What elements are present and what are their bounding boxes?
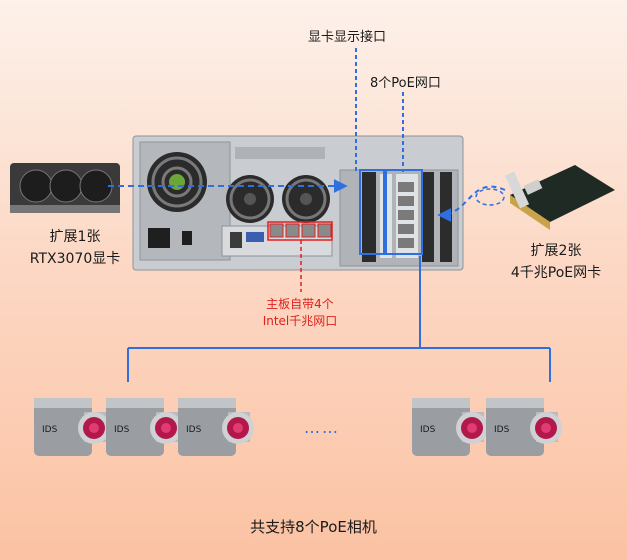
camera-brand-logo: IDS xyxy=(42,425,58,435)
motherboard-ports-label: 主板自带4个 Intel千兆网口 xyxy=(250,296,350,330)
motherboard-ports-line2: Intel千兆网口 xyxy=(262,314,338,328)
rtx3070-gpu-image xyxy=(10,163,120,213)
camera-brand-logo: IDS xyxy=(186,425,202,435)
expansion-gpu-line1: 扩展1张 xyxy=(49,229,101,245)
camera-brand-logo: IDS xyxy=(420,425,436,435)
motherboard-lan-ports xyxy=(269,223,332,238)
motherboard-ports-line1: 主板自带4个 xyxy=(266,297,334,311)
expansion-gpu-label: 扩展1张 RTX3070显卡 xyxy=(20,226,130,270)
poe-ports-label: 8个PoE网口 xyxy=(370,76,441,91)
poe-port-stack xyxy=(398,182,414,248)
motherboard-lan-highlight xyxy=(267,221,333,241)
poe-network-card-image xyxy=(504,165,615,230)
expansion-nic-label: 扩展2张 4千兆PoE网卡 xyxy=(496,240,616,284)
camera-network-lines xyxy=(127,256,551,382)
camera-brand-logo: IDS xyxy=(114,425,130,435)
camera-8 xyxy=(486,398,562,456)
cameras-caption: 共支持8个PoE相机 xyxy=(250,518,377,536)
camera-7 xyxy=(412,398,488,456)
camera-1 xyxy=(34,398,110,456)
camera-3 xyxy=(178,398,254,456)
camera-2 xyxy=(106,398,182,456)
expansion-nic-line1: 扩展2张 xyxy=(530,243,582,259)
gpu-port-label: 显卡显示接口 xyxy=(308,30,387,45)
camera-brand-logo: IDS xyxy=(494,425,510,435)
more-cameras-ellipsis: …… xyxy=(304,418,340,437)
gpu-port-highlight xyxy=(359,169,385,255)
expansion-nic-line2: 4千兆PoE网卡 xyxy=(510,265,602,281)
expansion-gpu-line2: RTX3070显卡 xyxy=(29,251,121,267)
